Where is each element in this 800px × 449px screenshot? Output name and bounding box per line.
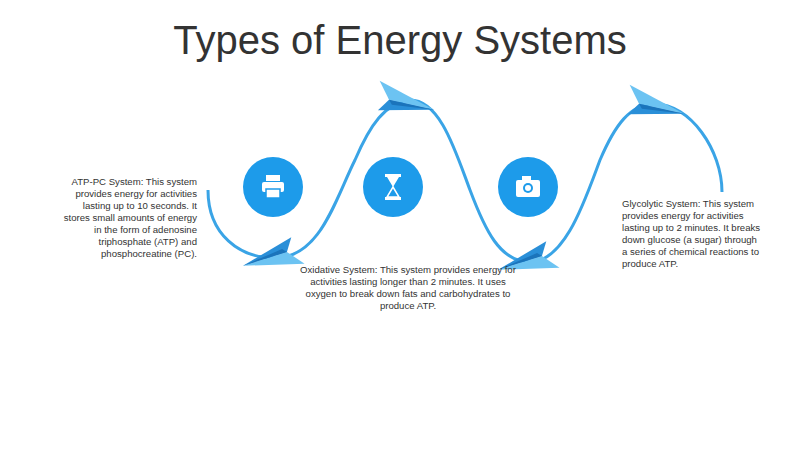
description-text: Glycolytic System: This system provides … (622, 198, 764, 270)
icon-circle (243, 157, 303, 217)
printer-icon (262, 175, 284, 198)
icon-circle (498, 157, 558, 217)
paper-plane (239, 236, 304, 280)
diagram-title: Types of Energy Systems (0, 16, 800, 64)
description-text: ATP-PC System: This system provides ener… (55, 176, 197, 260)
camera-icon (516, 176, 540, 197)
description-text: Oxidative System: This system provides e… (300, 264, 516, 312)
paper-plane (622, 85, 687, 129)
paper-plane (372, 81, 437, 125)
hourglass-icon (385, 174, 401, 200)
icon-circle (363, 157, 423, 217)
